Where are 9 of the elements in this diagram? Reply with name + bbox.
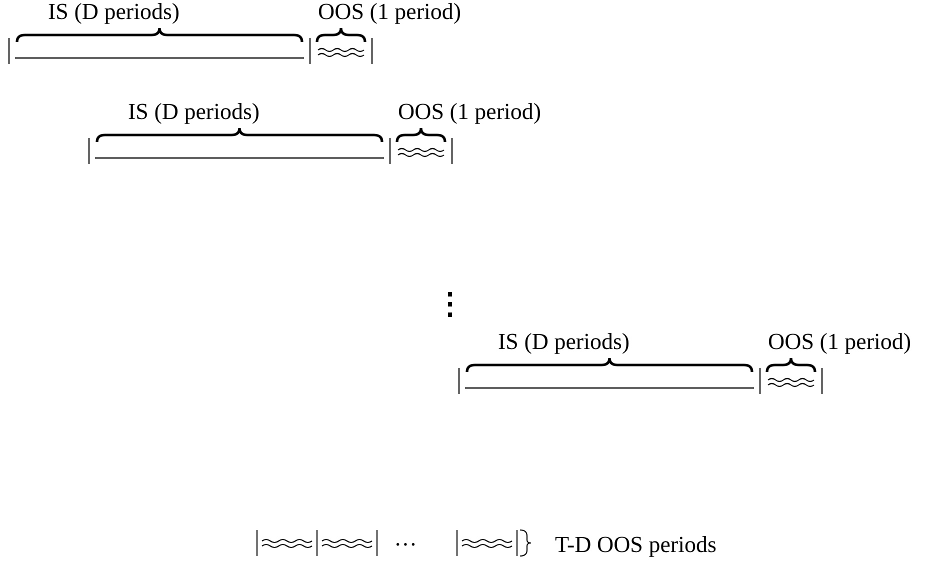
in-sample-label: IS (D periods)	[498, 330, 630, 353]
out-of-sample-label: OOS (1 period)	[318, 0, 462, 23]
in-sample-label: IS (D periods)	[128, 100, 260, 123]
out-of-sample-label: OOS (1 period)	[398, 100, 542, 123]
in-sample-label: IS (D periods)	[48, 0, 180, 23]
vertical-ellipsis: ⋮	[435, 290, 465, 320]
out-of-sample-label: OOS (1 period)	[768, 330, 912, 353]
horizontal-ellipsis: ···	[394, 533, 417, 556]
oos-periods-label: T-D OOS periods	[555, 533, 716, 556]
